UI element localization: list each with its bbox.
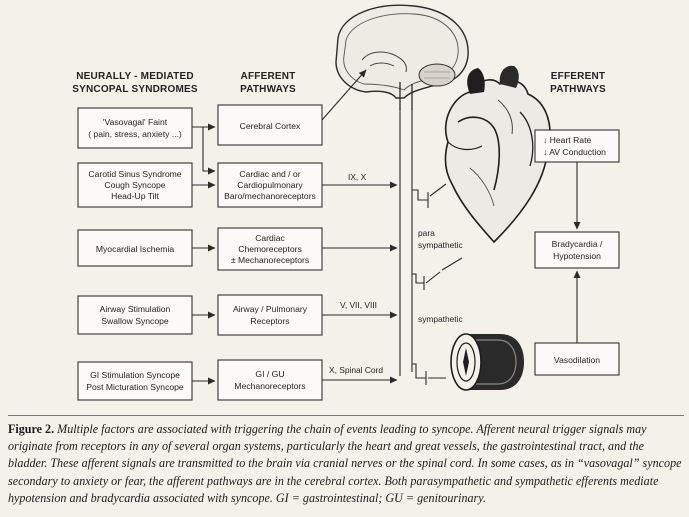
- syndrome-text: Myocardial Ischemia: [96, 244, 175, 254]
- header-efferent-line2: PATHWAYS: [550, 84, 606, 95]
- syndrome-box-gi: GI Stimulation Syncope Post Micturation …: [77, 361, 193, 401]
- syndrome-box-vasovagal: 'Vasovagal' Faint ( pain, stress, anxiet…: [77, 107, 193, 149]
- syndrome-text: Airway Stimulation: [100, 304, 171, 314]
- blood-vessel-icon: [450, 333, 524, 391]
- syndrome-text: GI Stimulation Syncope: [90, 370, 180, 380]
- label-para: para: [418, 228, 435, 238]
- efferent-text: ↓ AV Conduction: [543, 147, 606, 157]
- afferent-text: Cardiac: [255, 233, 285, 243]
- afferent-text: Receptors: [250, 316, 289, 326]
- afferent-to-cns-arrows: [321, 69, 398, 384]
- syndrome-box-carotid: Carotid Sinus Syndrome Cough Syncope Hea…: [77, 162, 193, 208]
- label-sympathetic-para: sympathetic: [418, 240, 463, 250]
- afferent-box-chemoreceptors: Cardiac Chemoreceptors ± Mechanoreceptor…: [217, 227, 323, 271]
- header-afferent-line2: PATHWAYS: [240, 84, 296, 95]
- efferent-text: Hypotension: [553, 251, 601, 261]
- afferent-text: Airway / Pulmonary: [233, 304, 308, 314]
- heart-icon: [444, 65, 551, 244]
- syndrome-text: 'Vasovagal' Faint: [103, 117, 168, 127]
- afferent-text: Chemoreceptors: [238, 244, 302, 254]
- efferent-pathway-lines: [412, 183, 463, 385]
- afferent-text: Cerebral Cortex: [240, 121, 301, 131]
- syndrome-text: Post Micturation Syncope: [86, 382, 184, 392]
- syndrome-to-afferent-arrows: [192, 123, 216, 385]
- header-efferent-line1: EFFERENT: [551, 71, 605, 82]
- efferent-box-heart-rate: ↓ Heart Rate ↓ AV Conduction: [534, 129, 620, 163]
- afferent-text: ± Mechanoreceptors: [231, 255, 309, 265]
- caption-divider: [8, 415, 684, 416]
- afferent-text: Mechanoreceptors: [234, 381, 305, 391]
- brain-icon: [335, 4, 469, 110]
- efferent-text: Vasodilation: [554, 355, 600, 365]
- spinal-cord: [399, 108, 413, 376]
- efferent-box-bradycardia: Bradycardia / Hypotension: [534, 231, 620, 269]
- syndrome-text: Head-Up Tilt: [111, 191, 159, 201]
- syndrome-text: Cough Syncope: [104, 180, 165, 190]
- afferent-text: Cardiac and / or: [239, 169, 300, 179]
- caption-label: Figure 2.: [8, 422, 55, 436]
- afferent-box-airway: Airway / Pulmonary Receptors: [217, 294, 323, 336]
- header-syndromes-line2: SYNCOPAL SYNDROMES: [72, 84, 198, 95]
- nerve-label-v-vii-viii: V, VII, VIII: [340, 300, 377, 310]
- afferent-text: Cardiopulmonary: [237, 180, 303, 190]
- header-syndromes-line1: NEURALLY - MEDIATED: [76, 71, 194, 82]
- afferent-box-cerebral-cortex: Cerebral Cortex: [217, 104, 323, 146]
- caption-text: Multiple factors are associated with tri…: [8, 422, 682, 505]
- efferent-box-vasodilation: Vasodilation: [534, 342, 620, 376]
- label-sympathetic: sympathetic: [418, 314, 463, 324]
- syndrome-box-airway: Airway Stimulation Swallow Syncope: [77, 295, 193, 335]
- afferent-box-gigu: GI / GU Mechanoreceptors: [217, 359, 323, 401]
- efferent-text: Bradycardia /: [552, 239, 603, 249]
- afferent-text: Baro/mechanoreceptors: [224, 191, 316, 201]
- figure-caption: Figure 2. Multiple factors are associate…: [8, 415, 684, 507]
- syndrome-box-ischemia: Myocardial Ischemia: [77, 229, 193, 267]
- header-afferent-line1: AFFERENT: [241, 71, 296, 82]
- nerve-label-ix-x: IX, X: [348, 172, 367, 182]
- afferent-box-baroreceptors: Cardiac and / or Cardiopulmonary Baro/me…: [217, 162, 323, 208]
- syncope-diagram: NEURALLY - MEDIATED SYNCOPAL SYNDROMES A…: [72, 4, 620, 401]
- efferent-text: ↓ Heart Rate: [543, 135, 591, 145]
- afferent-text: GI / GU: [255, 369, 284, 379]
- nerve-label-spinal-cord: X, Spinal Cord: [329, 365, 383, 375]
- syndrome-text: ( pain, stress, anxiety ...): [88, 129, 182, 139]
- syndrome-text: Carotid Sinus Syndrome: [88, 169, 181, 179]
- syndrome-text: Swallow Syncope: [101, 316, 169, 326]
